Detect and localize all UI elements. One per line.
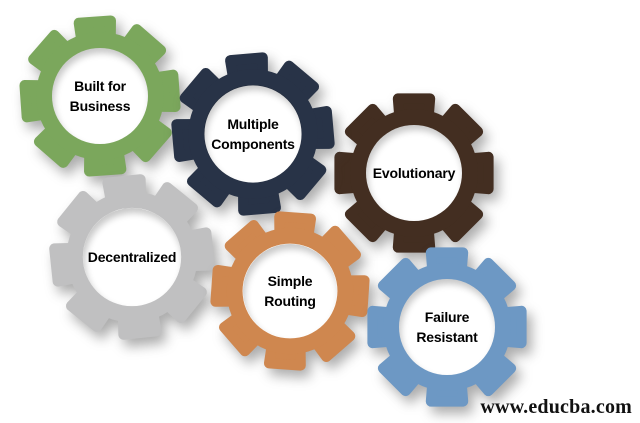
gear-icon <box>330 89 498 257</box>
gear-decentralized: Decentralized <box>46 171 218 343</box>
gear-hub <box>52 48 148 144</box>
gear-label-line: Routing <box>264 293 316 309</box>
gear-label-decentralized: Decentralized <box>83 208 181 306</box>
gear-label-line: Built for <box>74 78 126 94</box>
gear-built-for-business: Built for Business <box>16 12 184 180</box>
gear-evolutionary: Evolutionary <box>330 89 498 257</box>
gear-hub <box>204 85 302 183</box>
gear-label-multiple-components: Multiple Components <box>204 85 301 182</box>
gear-icon <box>16 12 184 180</box>
gear-label-line: Failure <box>424 309 470 325</box>
gear-hub <box>242 243 338 339</box>
gear-label-line: Components <box>211 136 295 152</box>
gear-label-built-for-business: Built for Business <box>52 48 148 144</box>
watermark: www.educba.com <box>480 396 632 418</box>
gear-icon <box>207 208 373 374</box>
gear-label-line: Multiple <box>227 116 279 132</box>
gear-label-failure-resistant: Failure Resistant <box>399 279 495 375</box>
gear-icon <box>46 171 218 343</box>
gear-label-line: Resistant <box>416 329 478 345</box>
gear-label-line: Simple <box>267 273 313 289</box>
gear-label-simple-routing: Simple Routing <box>243 244 338 339</box>
gear-hub <box>82 207 182 307</box>
gear-label-evolutionary: Evolutionary <box>366 125 462 221</box>
gear-multiple-components: Multiple Components <box>168 49 338 219</box>
gear-icon <box>363 243 531 411</box>
gear-failure-resistant: Failure Resistant <box>363 243 531 411</box>
gear-icon <box>168 49 338 219</box>
gear-label-line: Business <box>69 98 131 114</box>
gear-label-line: Evolutionary <box>372 165 456 181</box>
gear-hub <box>399 279 495 375</box>
gear-hub <box>366 125 462 221</box>
gear-label-line: Decentralized <box>87 249 177 265</box>
gear-simple-routing: Simple Routing <box>207 208 373 374</box>
